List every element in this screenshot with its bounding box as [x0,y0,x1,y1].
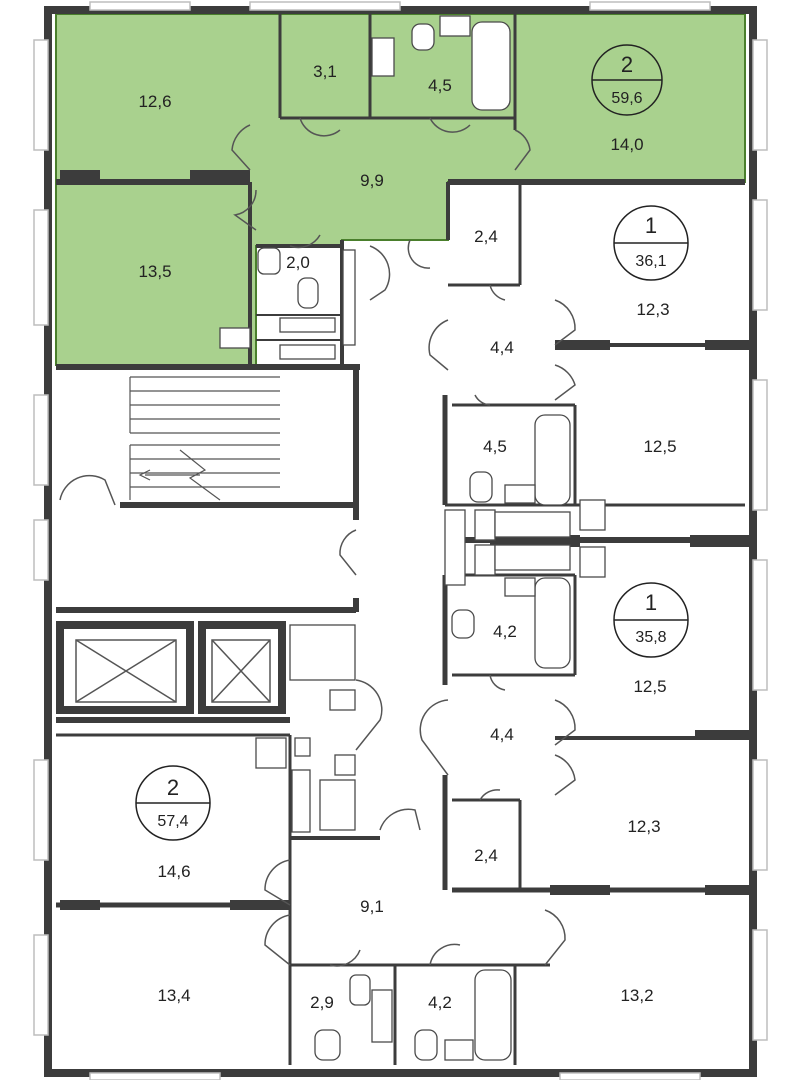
room-area-label: 13,5 [138,262,171,281]
room-area-label: 4,4 [490,725,514,744]
room-area-label: 12,5 [643,437,676,456]
room-area-label: 2,4 [474,846,498,865]
wall-accents [60,170,750,910]
room-area-label: 14,6 [157,862,190,881]
room-area-label: 4,5 [483,437,507,456]
room-area-label: 9,9 [360,171,384,190]
apartment-rooms: 1 [645,213,657,238]
doors [59,117,576,967]
apartment-badge-right-upper[interactable]: 1 36,1 [613,205,689,281]
room-area-label: 13,2 [620,986,653,1005]
room-area-label: 4,2 [493,622,517,641]
room-area-label: 2,4 [474,227,498,246]
room-area-label: 4,4 [490,338,514,357]
apartment-badge-right-lower[interactable]: 1 35,8 [613,582,689,658]
room-area-label: 4,2 [428,993,452,1012]
room-area-label: 14,0 [610,135,643,154]
apartment-badge-bottom-left[interactable]: 2 57,4 [135,765,211,841]
room-area-label: 3,1 [313,62,337,81]
apartment-rooms: 2 [621,52,633,77]
apartment-area: 36,1 [635,253,666,270]
apartment-area: 57,4 [157,813,188,830]
fixtures [219,15,606,1061]
room-area-label: 12,3 [636,300,669,319]
apartment-badge-top-left[interactable]: 2 59,6 [591,44,663,116]
room-area-label: 4,5 [428,76,452,95]
apartment-area: 59,6 [611,90,642,107]
room-area-label: 9,1 [360,897,384,916]
room-area-label: 2,0 [286,253,310,272]
room-area-label: 2,9 [310,993,334,1012]
room-labels: 12,6 3,1 4,5 14,0 9,9 13,5 2,0 2,4 12,3 … [138,62,676,1012]
elevator-shafts [75,639,271,703]
room-area-label: 13,4 [157,986,190,1005]
apartment-rooms: 1 [645,590,657,615]
apartment-area: 35,8 [635,629,666,646]
room-area-label: 12,6 [138,92,171,111]
room-area-label: 12,3 [627,817,660,836]
windows [33,1,768,1080]
staircase [129,376,280,501]
room-area-label: 12,5 [633,677,666,696]
apartment-rooms: 2 [167,775,179,800]
